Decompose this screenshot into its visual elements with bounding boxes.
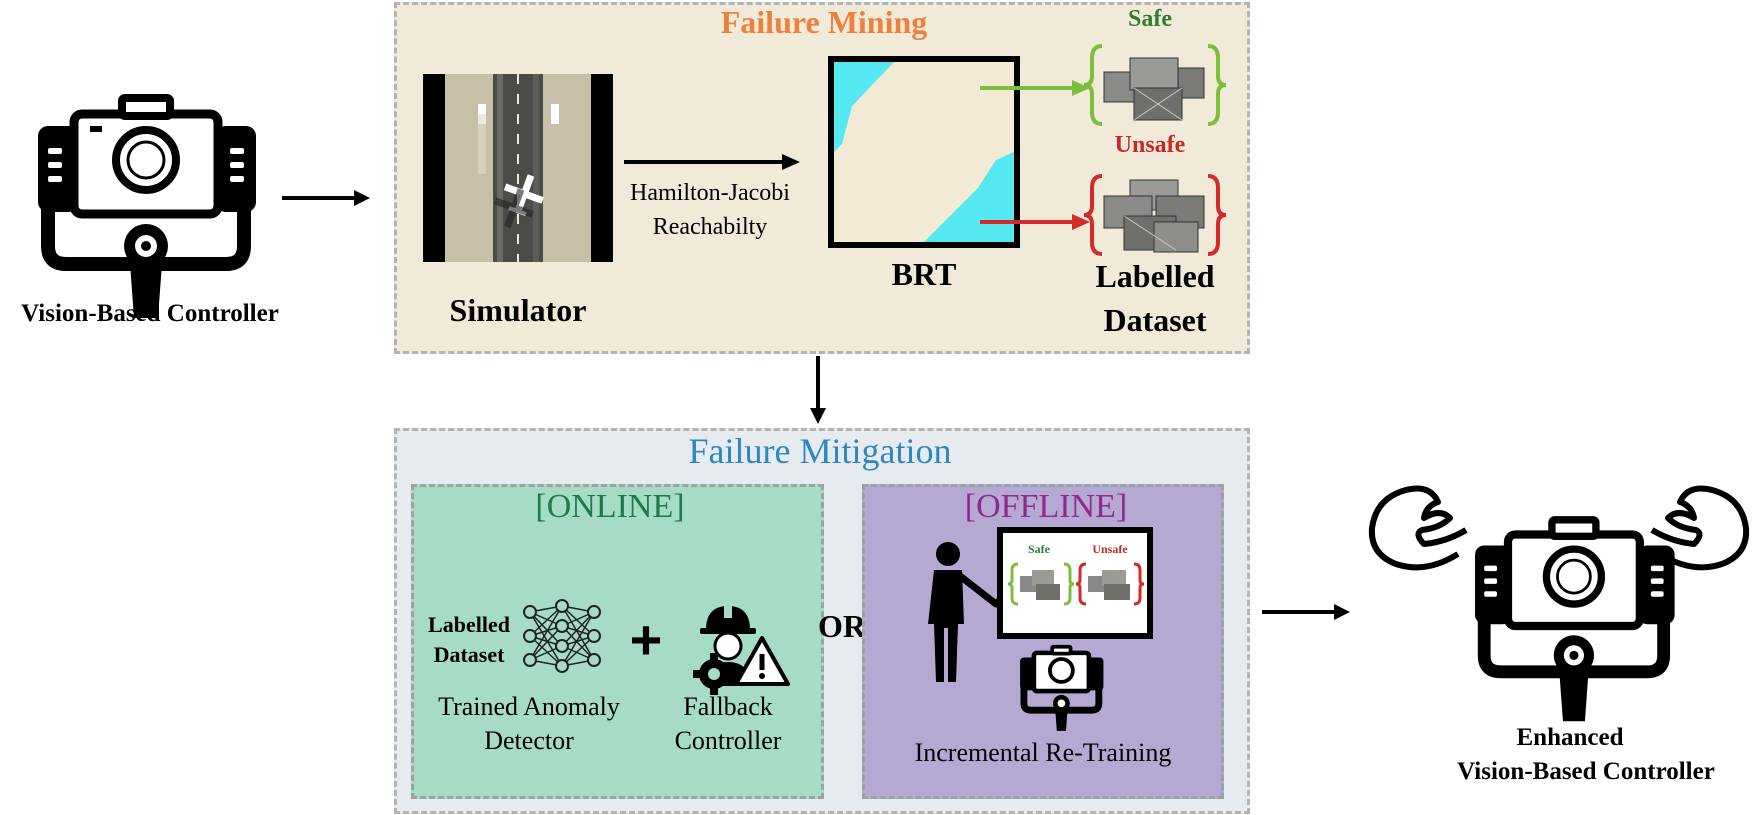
failure-mining-panel	[394, 2, 1250, 354]
detector-label-1: Trained Anomaly	[438, 692, 620, 721]
retraining-label: Incremental Re-Training	[914, 738, 1172, 767]
brt-label: BRT	[891, 256, 957, 292]
labelled-dataset-label-1: Labelled	[1095, 258, 1215, 294]
arrow-to-safe	[980, 80, 1090, 96]
arrow-to-mining	[282, 190, 370, 206]
camera-gimbal-icon	[1475, 516, 1675, 722]
teacher-board-icon	[928, 527, 1153, 682]
plus-sign: +	[629, 608, 663, 671]
reachability-label-2: Reachabilty	[652, 214, 768, 240]
failure-mitigation-title: Failure Mitigation	[688, 431, 952, 471]
failure-mining-title: Failure Mining	[720, 4, 928, 40]
detector-label-2: Detector	[484, 726, 574, 755]
engineer-warning-icon	[693, 606, 790, 695]
online-dataset-label-1: Labelled	[428, 612, 510, 637]
enhanced-label-1: Enhanced	[1516, 724, 1624, 751]
flexed-arm-icon	[1368, 485, 1750, 571]
neural-network-icon	[523, 599, 601, 673]
arrow-to-unsafe	[980, 214, 1090, 230]
left-controller-label: Vision-Based Controller	[21, 300, 279, 327]
online-dataset-label-2: Dataset	[433, 642, 505, 667]
runway-airplane-image	[423, 74, 613, 262]
fallback-label-1: Fallback	[683, 692, 773, 721]
brt-plot-icon	[828, 56, 1020, 248]
board-safe-label: Safe	[1028, 542, 1050, 556]
image-stack-icon	[1083, 44, 1227, 126]
arrow-sim-to-brt	[624, 154, 800, 170]
offline-title: [OFFLINE]	[964, 488, 1128, 525]
enhanced-label-2: Vision-Based Controller	[1457, 758, 1715, 785]
image-stack-icon	[1083, 174, 1227, 256]
arrow-to-enhanced	[1262, 604, 1350, 620]
camera-gimbal-icon	[38, 94, 256, 318]
camera-gimbal-icon	[1020, 644, 1104, 731]
fallback-label-2: Controller	[674, 726, 782, 755]
unsafe-label: Unsafe	[1114, 132, 1186, 158]
arrow-mining-to-mitigation	[810, 356, 826, 424]
safe-label: Safe	[1128, 6, 1172, 32]
online-panel	[411, 484, 824, 799]
or-label: OR	[818, 608, 866, 644]
online-title: [ONLINE]	[535, 488, 685, 525]
reachability-label-1: Hamilton-Jacobi	[630, 180, 790, 206]
board-unsafe-label: Unsafe	[1092, 542, 1128, 556]
simulator-label: Simulator	[449, 292, 587, 328]
labelled-dataset-label-2: Dataset	[1103, 302, 1207, 338]
